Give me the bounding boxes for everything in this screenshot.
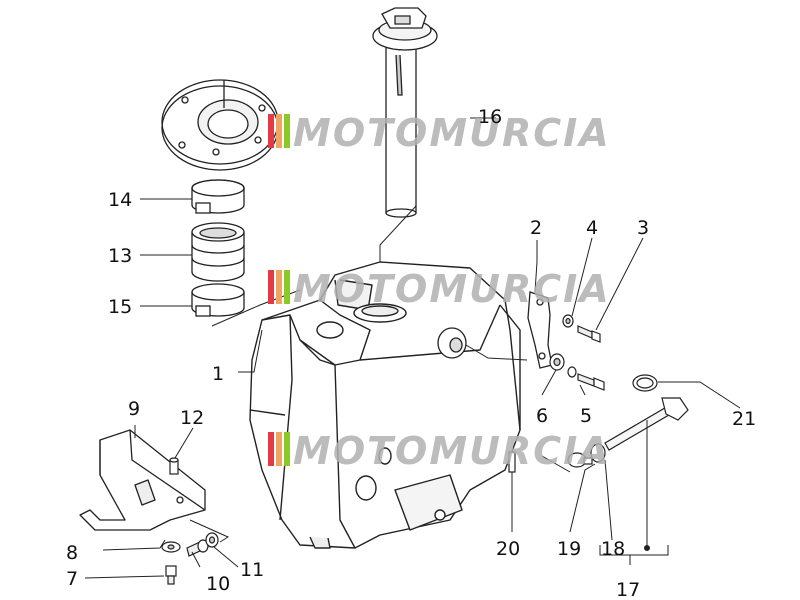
label-19: 19 — [557, 538, 581, 560]
label-18: 18 — [601, 538, 625, 560]
clip-21 — [632, 374, 658, 392]
bolt-7 — [165, 565, 177, 585]
fuel-level-sender — [372, 7, 438, 218]
watermark-2: MOTOMURCIA — [268, 267, 611, 311]
washer-upper — [562, 314, 574, 328]
tank-rubber-pad — [437, 327, 467, 359]
label-16: 16 — [478, 106, 502, 128]
watermark-text: MOTOMURCIA — [293, 267, 611, 311]
watermark-stripe — [284, 270, 290, 304]
label-1: 1 — [212, 363, 224, 385]
watermark-stripe — [268, 114, 274, 148]
label-3: 3 — [637, 217, 649, 239]
watermark-stripe — [284, 432, 290, 466]
washer-8 — [161, 541, 181, 553]
label-20: 20 — [496, 538, 520, 560]
watermark-stripe — [268, 432, 274, 466]
watermark-stripe — [276, 432, 282, 466]
label-2: 2 — [530, 217, 542, 239]
label-10: 10 — [206, 573, 230, 595]
hose-clamp-upper — [191, 179, 245, 214]
screw-10 — [186, 539, 209, 557]
label-21: 21 — [732, 408, 756, 430]
watermark-stripe — [284, 114, 290, 148]
label-13: 13 — [108, 245, 132, 267]
drain-hose — [604, 397, 689, 451]
watermark-stripe — [276, 270, 282, 304]
watermark-1: MOTOMURCIA — [268, 111, 611, 155]
label-15: 15 — [108, 296, 132, 318]
side-bracket-plate — [79, 429, 206, 531]
filler-neck-flange — [161, 79, 279, 171]
label-5: 5 — [580, 405, 592, 427]
label-4: 4 — [586, 217, 598, 239]
watermark-text: MOTOMURCIA — [293, 429, 611, 473]
label-7: 7 — [66, 568, 78, 590]
hose-clamp-lower — [191, 283, 245, 317]
stud-pin — [169, 457, 179, 475]
label-11: 11 — [240, 559, 264, 581]
washer-11 — [205, 532, 219, 548]
label-12: 12 — [180, 407, 204, 429]
washer-lower — [549, 353, 565, 371]
watermark-stripe — [276, 114, 282, 148]
hose-clamp-18 — [590, 443, 606, 463]
watermark-3: MOTOMURCIA — [268, 429, 611, 473]
part-labels: 14 13 15 1 16 2 4 3 6 5 21 9 12 8 7 10 1… — [66, 106, 756, 600]
screw-upper — [577, 325, 601, 343]
label-17: 17 — [616, 579, 640, 600]
hose-clamp-19 — [567, 452, 593, 468]
filler-rubber-sleeve — [191, 222, 245, 282]
screw-lower — [577, 373, 605, 391]
leader-lines — [84, 117, 741, 579]
label-9: 9 — [128, 398, 140, 420]
lock-washer — [567, 366, 577, 378]
label-8: 8 — [66, 542, 78, 564]
watermark-stripe — [268, 270, 274, 304]
label-6: 6 — [536, 405, 548, 427]
label-14: 14 — [108, 189, 132, 211]
watermark-text: MOTOMURCIA — [293, 111, 611, 155]
